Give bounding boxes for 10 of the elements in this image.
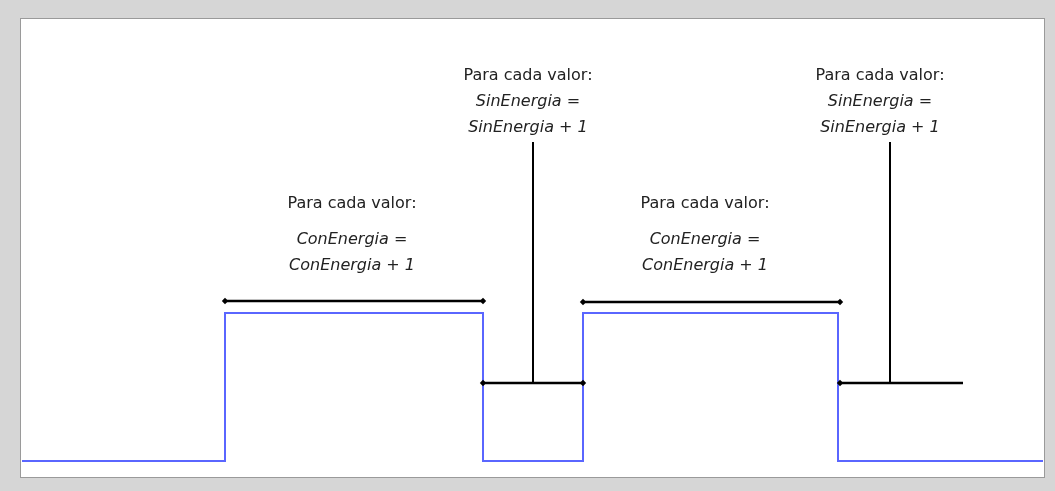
formula-text: SinEnergia = SinEnergia + 1 xyxy=(467,90,589,138)
annotation-text: Para cada valor: xyxy=(639,192,771,214)
formula-text: SinEnergia = SinEnergia + 1 xyxy=(819,90,941,138)
formula-text: ConEnergia = ConEnergia + 1 xyxy=(288,228,416,276)
leader-line xyxy=(532,141,534,384)
annotation-text: Para cada valor: xyxy=(286,192,418,214)
leader-line xyxy=(889,141,891,384)
formula-text: ConEnergia = ConEnergia + 1 xyxy=(641,228,769,276)
annotation-text: Para cada valor: xyxy=(814,64,946,86)
annotation-text: Para cada valor: xyxy=(462,64,594,86)
